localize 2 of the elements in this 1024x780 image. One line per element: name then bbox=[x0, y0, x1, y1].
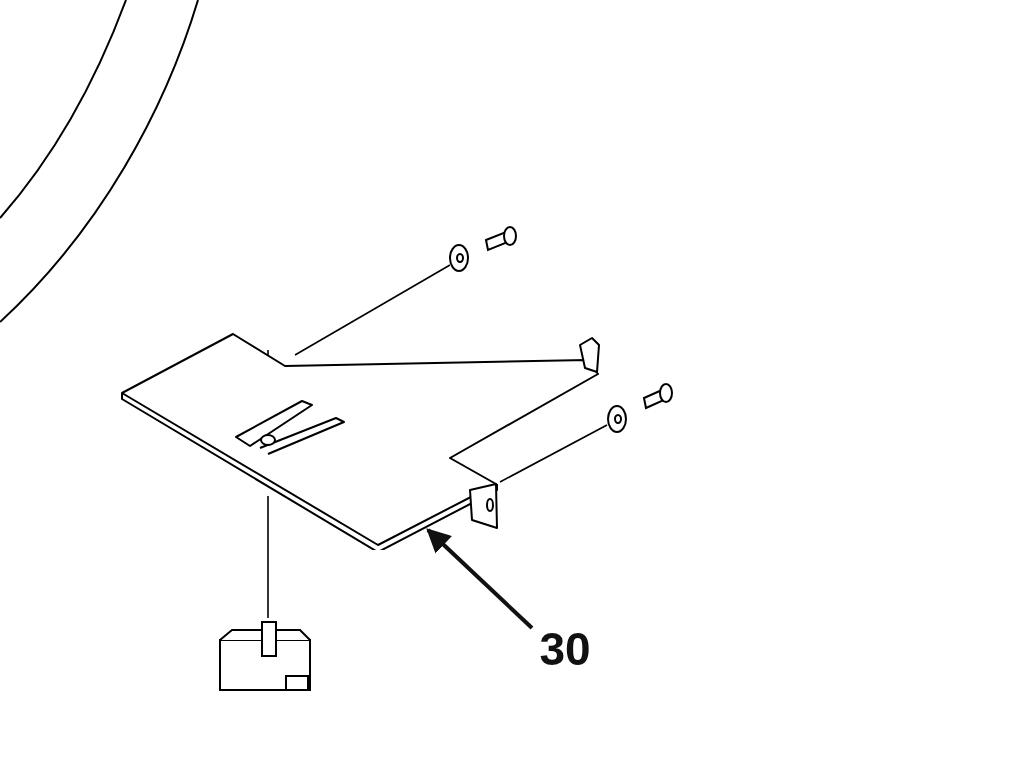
callout-number: 30 bbox=[530, 624, 600, 676]
leader-arrow bbox=[426, 528, 534, 630]
